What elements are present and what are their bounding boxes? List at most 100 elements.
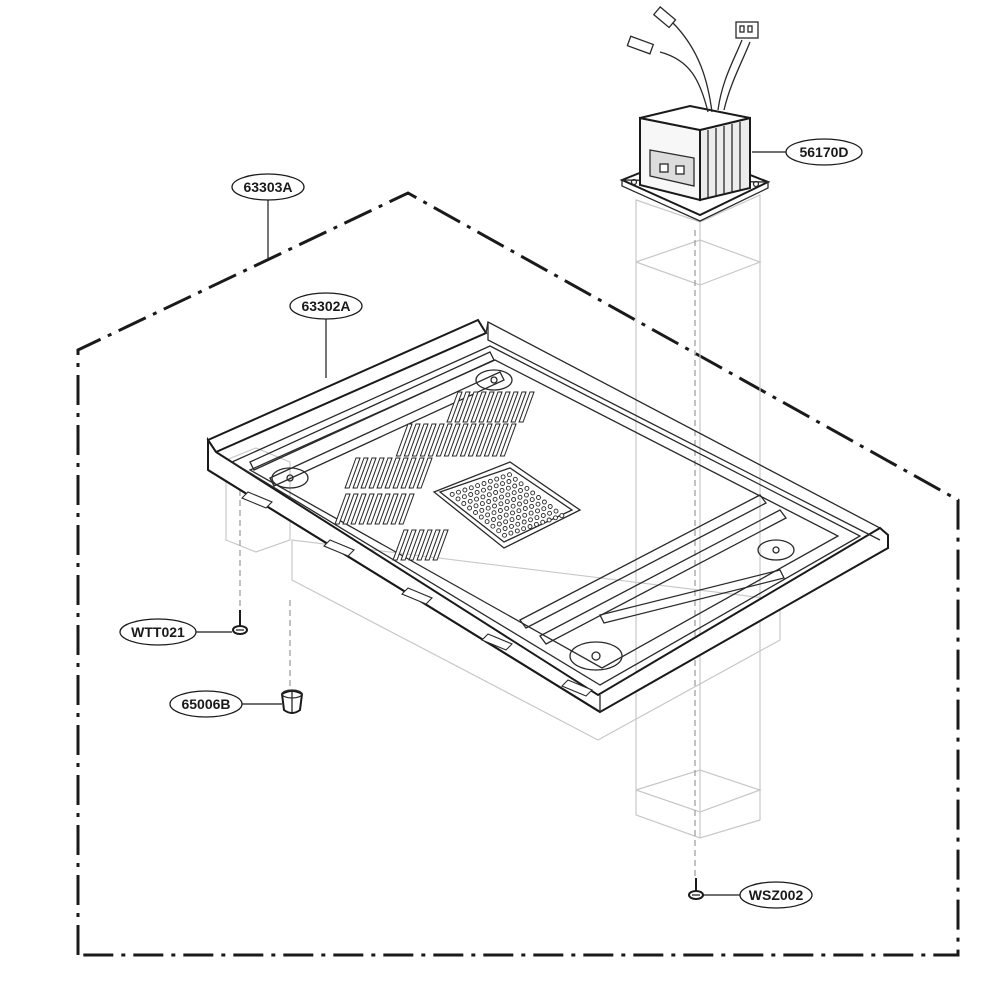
mesh-hole xyxy=(517,494,523,500)
mesh-hole xyxy=(485,505,491,511)
mesh-hole xyxy=(473,510,478,515)
mesh-hole xyxy=(481,487,486,493)
mesh-hole xyxy=(534,515,540,521)
mesh-hole xyxy=(499,494,504,500)
mesh-hole xyxy=(515,521,521,527)
mesh-hole xyxy=(502,532,507,538)
screw-wsz002 xyxy=(688,878,704,900)
mesh-hole xyxy=(480,494,486,500)
mesh-hole xyxy=(553,515,558,521)
mesh-hole xyxy=(517,501,522,507)
mesh-hole xyxy=(518,488,523,493)
leader-lines xyxy=(196,151,786,896)
mesh-hole xyxy=(523,499,529,505)
callout-56170d: 56170D xyxy=(785,138,863,166)
mesh-hole xyxy=(474,496,479,502)
mesh-hole xyxy=(559,513,565,519)
mesh-hole xyxy=(455,496,461,502)
mesh-hole xyxy=(516,508,522,514)
front-tabs xyxy=(241,491,593,697)
mesh-hole xyxy=(497,514,503,520)
mesh-hole xyxy=(496,528,502,534)
mesh-hole xyxy=(547,510,553,516)
mesh-hole xyxy=(490,523,496,529)
mesh-hole xyxy=(468,485,474,491)
mesh-hole xyxy=(500,481,505,487)
mesh-hole xyxy=(491,510,497,516)
foot-65006b xyxy=(280,689,304,714)
mesh-hole xyxy=(505,492,511,498)
mesh-hole xyxy=(553,508,559,514)
mesh-hole xyxy=(515,515,521,520)
mesh-hole xyxy=(478,514,484,520)
callout-65006b: 65006B xyxy=(169,690,243,718)
mesh-hole xyxy=(462,487,468,493)
mesh-hole xyxy=(474,489,480,495)
mesh-hole xyxy=(507,472,512,478)
callout-wtt021: WTT021 xyxy=(119,618,197,646)
mesh-hole xyxy=(535,501,541,507)
mesh-hole xyxy=(492,503,497,509)
mesh-hole xyxy=(514,528,520,534)
mesh-hole xyxy=(473,503,479,509)
mesh-hole xyxy=(493,483,499,489)
mesh-hole xyxy=(541,506,547,512)
mesh-hole xyxy=(510,510,515,516)
mesh-hole xyxy=(493,490,499,495)
mesh-hole xyxy=(491,517,496,522)
transformer xyxy=(619,6,771,222)
label-56170d: 56170D xyxy=(799,144,848,160)
mesh-hole xyxy=(468,492,474,497)
mesh-hole xyxy=(500,474,506,480)
mesh-hole xyxy=(521,519,527,525)
mesh-hole xyxy=(502,526,508,531)
mounting-bosses xyxy=(271,369,795,671)
mesh-hole xyxy=(481,481,487,486)
mesh-hole xyxy=(541,499,547,505)
mesh-hole xyxy=(512,483,518,489)
mesh-hole xyxy=(528,517,533,523)
mesh-hole xyxy=(522,506,528,511)
screw-wtt021 xyxy=(232,610,248,635)
label-65006b: 65006B xyxy=(181,696,230,712)
mesh-hole xyxy=(528,510,534,516)
mesh-hole xyxy=(509,523,514,529)
mesh-hole xyxy=(479,507,485,513)
mesh-hole xyxy=(535,508,540,514)
mesh-hole xyxy=(506,479,512,484)
callout-63302a: 63302A xyxy=(289,292,363,320)
vent-louvers xyxy=(334,391,535,561)
mesh-hole xyxy=(524,485,530,491)
mesh-hole xyxy=(467,505,473,511)
mesh-hole xyxy=(504,499,510,505)
mesh-hole xyxy=(498,501,504,507)
mesh-hole xyxy=(461,501,467,506)
mesh-hole xyxy=(461,494,467,500)
mesh-hole xyxy=(484,519,490,525)
mesh-hole xyxy=(511,490,517,496)
mesh-hole xyxy=(509,517,515,523)
mesh-hole xyxy=(485,512,491,518)
mesh-hole xyxy=(494,476,500,482)
mesh-hole xyxy=(511,497,517,502)
mesh-hole xyxy=(487,485,493,491)
mesh-hole xyxy=(530,490,536,496)
mesh-hole xyxy=(523,492,529,498)
mesh-hole xyxy=(529,497,535,503)
label-63303a: 63303A xyxy=(243,179,292,195)
mesh-hole xyxy=(504,505,510,511)
mesh-hole xyxy=(487,478,493,484)
mesh-hole xyxy=(505,485,511,491)
mesh-hole xyxy=(547,504,553,509)
mesh-hole xyxy=(497,508,503,513)
mesh-hole xyxy=(467,498,473,504)
mesh-hole xyxy=(503,519,509,525)
mesh-hole xyxy=(512,476,518,482)
mesh-hole xyxy=(527,524,533,529)
mesh-hole xyxy=(510,503,516,509)
mesh-hole xyxy=(546,517,552,523)
label-wsz002: WSZ002 xyxy=(749,887,804,903)
mesh-hole xyxy=(522,512,528,518)
perforated-mesh xyxy=(432,461,582,549)
